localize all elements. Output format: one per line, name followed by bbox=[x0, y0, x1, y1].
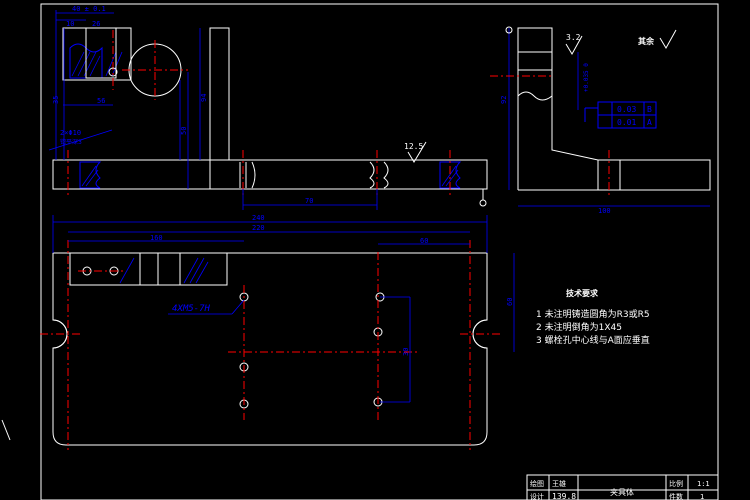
front-small-hole bbox=[108, 67, 118, 77]
tech-item-3: 3 螺栓孔中心线与A面应垂直 bbox=[536, 334, 650, 346]
side-outline bbox=[517, 27, 711, 191]
tb-cell-1: 绘图 bbox=[530, 479, 544, 488]
tol-row2-value: 0.01 bbox=[617, 118, 636, 127]
roughness-mid-value: 12.5 bbox=[404, 142, 423, 151]
thread-note: 4XM5-7H bbox=[172, 304, 211, 314]
dim-plan-total: 240 bbox=[252, 214, 265, 222]
tech-item-2: 2 未注明倒角为1X45 bbox=[536, 321, 622, 333]
dim-plan-left: 160 bbox=[150, 234, 163, 242]
plan-slot-right bbox=[472, 319, 488, 349]
edge-mark bbox=[1, 419, 11, 441]
plan-slot-left bbox=[52, 319, 68, 349]
datum-a-marker bbox=[479, 199, 487, 207]
roughness-side-symbol bbox=[565, 35, 583, 55]
dim-plan-v: 60 bbox=[506, 298, 514, 306]
tb-qty-label: 件数 bbox=[669, 492, 683, 500]
roughness-side-value: 3.2 bbox=[566, 33, 581, 42]
dim-top-b: 10 bbox=[66, 20, 74, 28]
front-upright bbox=[209, 27, 230, 160]
tb-scale: 1:1 bbox=[697, 480, 710, 488]
dim-side-tol: +0.035 0 bbox=[583, 63, 590, 92]
dim-mid-h: 56 bbox=[97, 97, 105, 105]
tol-row1-value: 0.03 bbox=[617, 105, 636, 114]
datum-b-marker bbox=[505, 26, 513, 34]
plan-holes bbox=[82, 266, 385, 409]
front-bore bbox=[85, 27, 117, 79]
dim-right-v: 94 bbox=[200, 94, 208, 102]
tolerance-frames bbox=[584, 101, 657, 129]
dim-bottom-h: 70 bbox=[305, 197, 313, 205]
dim-side-h: 100 bbox=[598, 207, 611, 215]
tb-cell-4: 139.8 bbox=[552, 492, 576, 500]
dim-right-v2: 50 bbox=[180, 127, 188, 135]
plan-outline bbox=[52, 252, 488, 446]
plan-centerlines bbox=[40, 240, 500, 450]
plan-top-block bbox=[69, 252, 228, 286]
dim-plan-inner: 220 bbox=[252, 224, 265, 232]
front-pocket-right bbox=[439, 161, 462, 189]
dim-left-v1: 35 bbox=[52, 96, 60, 104]
dim-top-c: 26 bbox=[92, 20, 100, 28]
sheet-border bbox=[40, 3, 719, 500]
roughness-rest-label: 其余 bbox=[638, 36, 655, 46]
tech-item-1: 1 未注明铸造圆角为R3或R5 bbox=[536, 308, 650, 320]
tech-title: 技术要求 bbox=[566, 288, 599, 298]
tb-scale-label: 比例 bbox=[669, 479, 683, 488]
roughness-mid-symbol bbox=[407, 141, 427, 163]
front-hatch-lines bbox=[71, 51, 123, 77]
tb-qty: 1 bbox=[700, 493, 704, 500]
plan-view: 240 220 160 60 60 30 4XM5-7H bbox=[40, 214, 515, 450]
front-base-plate bbox=[52, 159, 488, 190]
plan-dimensions bbox=[52, 215, 515, 403]
dim-top-a: 40 ± 0.1 bbox=[72, 5, 106, 13]
front-pocket-hatch bbox=[81, 165, 459, 187]
tb-part-name: 夹具体 bbox=[610, 487, 634, 497]
hole-note-a: 2×Φ10 bbox=[60, 129, 81, 137]
dim-plan-right: 60 bbox=[420, 237, 428, 245]
front-hatch-top bbox=[69, 43, 103, 79]
technical-requirements: 技术要求 1 未注明铸造圆角为R3或R5 2 未注明倒角为1X45 3 螺栓孔中… bbox=[536, 288, 650, 346]
front-slot-left bbox=[239, 161, 256, 189]
dim-plan-small: 30 bbox=[402, 348, 410, 356]
front-view: 40 ± 0.1 10 26 35 56 94 50 2×Φ10 锪平深3 70… bbox=[48, 5, 488, 210]
tb-cell-3: 设计 bbox=[530, 492, 544, 500]
plan-hatch bbox=[119, 257, 209, 284]
tol-row1-ref: B bbox=[647, 105, 652, 114]
hole-note-b: 锪平深3 bbox=[60, 138, 82, 146]
front-dimensions bbox=[48, 10, 378, 210]
roughness-rest-symbol bbox=[659, 29, 677, 49]
tol-row2-ref: A bbox=[647, 118, 652, 127]
front-pocket-left bbox=[79, 161, 102, 189]
side-view: 92 +0.035 0 100 3.2 其余 0.03 B 0.01 A bbox=[490, 26, 711, 215]
front-slot-mid bbox=[369, 161, 389, 189]
title-block: 绘图 王雄 设计 139.8 夹具体 比例 1:1 件数 1 bbox=[526, 474, 719, 500]
tb-cell-2: 王雄 bbox=[552, 479, 566, 488]
side-break-line bbox=[517, 91, 553, 101]
dim-side-v: 92 bbox=[500, 96, 508, 104]
